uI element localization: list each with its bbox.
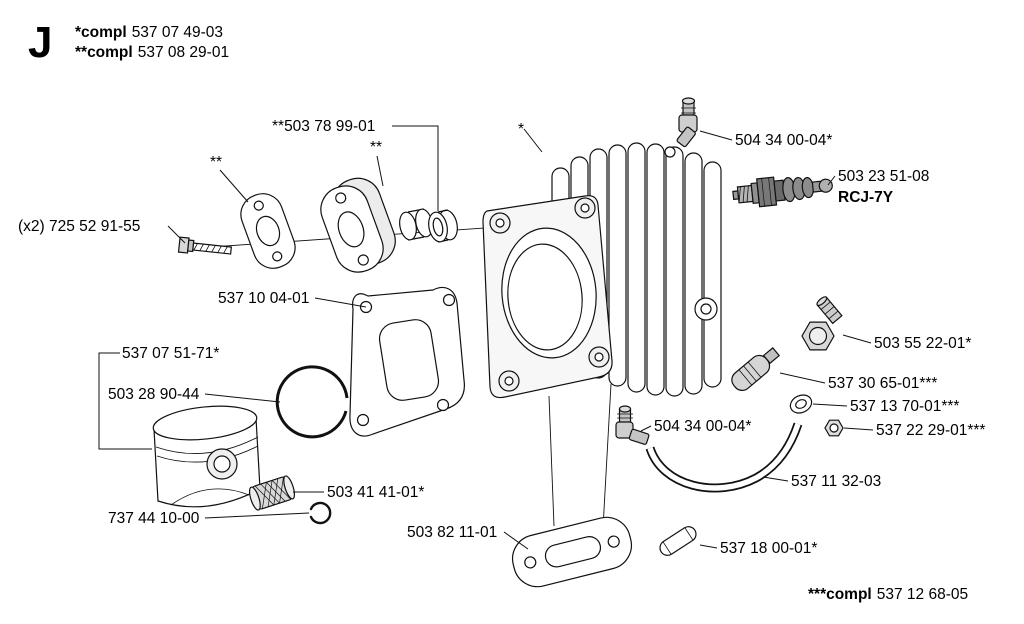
fuel-line-illustration [659, 526, 697, 556]
base-gasket-illustration [511, 516, 633, 588]
intake-manifold-illustration [320, 177, 433, 273]
elbow-fitting-top-illustration [676, 97, 698, 148]
label-spark-plug: 503 23 51-08 [838, 168, 929, 185]
label-heat-shield: 537 10 04-01 [218, 290, 309, 307]
compl-note-1-number: 537 07 49-03 [132, 24, 223, 41]
label-hose: 537 11 32-03 [791, 473, 881, 490]
label-nut: 537 22 29-01*** [876, 422, 985, 439]
compl-note-2: **compl 537 08 29-01 [75, 44, 229, 61]
nut-illustration [824, 419, 844, 437]
washer-illustration [789, 394, 813, 414]
label-elbow-top: 504 34 00-04* [735, 132, 832, 149]
cylinder-illustration [482, 142, 722, 399]
label-circlip: 737 44 10-00 [108, 510, 200, 527]
needle-bearing-illustration [248, 475, 296, 511]
label-fuel-line: 537 18 00-01* [720, 540, 817, 557]
hose-illustration [645, 422, 803, 493]
leader-lines [98, 125, 874, 550]
compl-note-1: *compl 537 07 49-03 [75, 24, 223, 41]
piston-illustration [152, 405, 261, 508]
label-piston-assy: 537 07 51-71* [122, 345, 219, 362]
label-plug-screw: 503 55 22-01* [874, 335, 971, 352]
intake-gasket-illustration [240, 193, 296, 269]
screw-illustration [177, 236, 232, 255]
mark-double-mid: ** [370, 139, 382, 156]
compl-note-2-prefix: **compl [75, 44, 133, 61]
plug-screw-illustration [801, 296, 843, 351]
circlip-illustration [309, 501, 332, 525]
label-screws: (x2) 725 52 91-55 [18, 218, 140, 235]
elbow-fitting-mid-illustration [615, 405, 650, 445]
compl-note-3-number: 537 12 68-05 [877, 586, 968, 603]
valve-fitting-illustration [731, 347, 781, 392]
section-letter: J [28, 18, 52, 67]
label-piston-ring: 503 28 90-44 [108, 386, 200, 403]
piston-ring-illustration [275, 365, 349, 439]
label-elbow-mid: 504 34 00-04* [654, 418, 751, 435]
label-bearing: 503 41 41-01* [327, 484, 424, 501]
label-spark-plug-type: RCJ-7Y [838, 189, 894, 206]
mark-double-left: ** [210, 154, 222, 171]
spark-plug-illustration [732, 176, 833, 208]
label-base-gasket: 503 82 11-01 [407, 524, 497, 541]
seal-ring-illustration [428, 209, 458, 243]
compl-note-3-prefix: ***compl [808, 586, 872, 603]
label-washer: 537 13 70-01*** [850, 398, 959, 415]
compl-note-1-prefix: *compl [75, 24, 127, 41]
mark-single: * [518, 121, 524, 138]
compl-note-2-number: 537 08 29-01 [138, 44, 229, 61]
bolt-bosses [489, 197, 610, 392]
label-manifold: **503 78 99-01 [272, 118, 375, 135]
label-valve-fitting: 537 30 65-01*** [828, 375, 937, 392]
heat-shield-illustration [349, 286, 466, 437]
compl-note-3: ***compl 537 12 68-05 [808, 586, 968, 603]
